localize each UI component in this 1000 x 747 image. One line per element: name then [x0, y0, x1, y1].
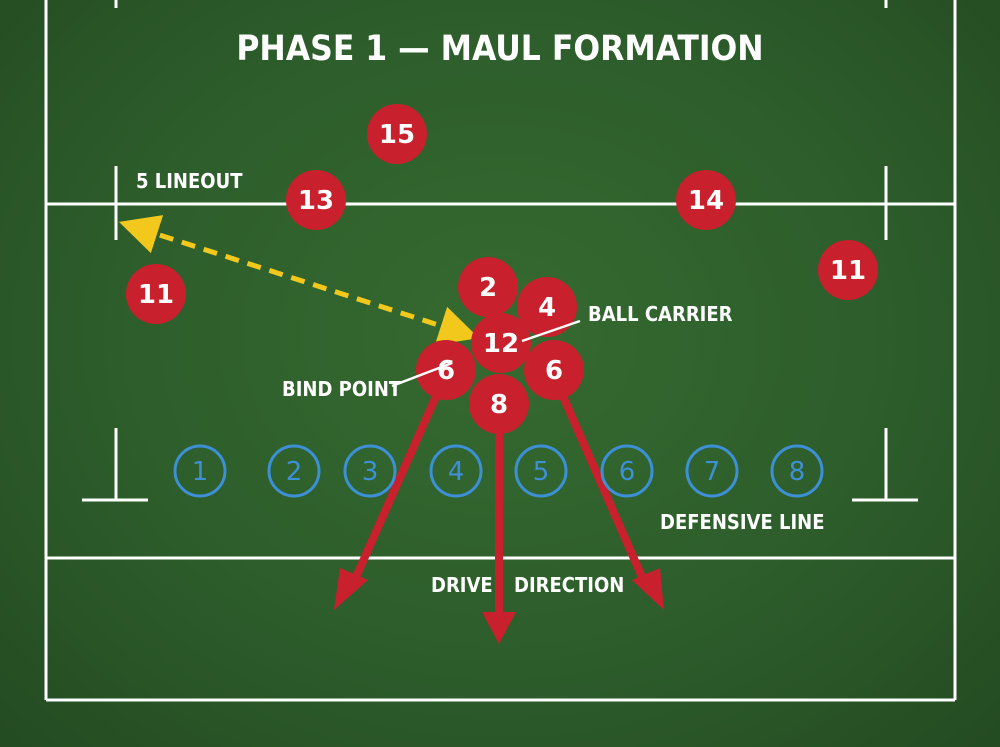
attacker-marker [458, 257, 518, 317]
defender-2: 2 [267, 444, 321, 498]
attacker-number: 6 [437, 356, 455, 386]
attacker-number: 11 [830, 256, 866, 286]
attacker-marker [367, 104, 427, 164]
defender-number: 2 [286, 457, 303, 487]
defender-marker [343, 444, 397, 498]
attacker-number: 4 [538, 293, 556, 323]
defender-6: 6 [600, 444, 654, 498]
defender-7: 7 [685, 444, 739, 498]
attacker-15: 15 [367, 104, 427, 164]
defender-1: 1 [173, 444, 227, 498]
defensive-line-players: 1 2 3 4 5 6 7 8 [173, 444, 824, 498]
drive-arrow-left-shaft [348, 390, 442, 588]
attacker-marker [524, 340, 584, 400]
drive-arrow-left-head [334, 568, 368, 610]
attacker-number: 2 [479, 273, 497, 303]
drive-arrow-right-head [632, 568, 664, 610]
defender-marker [514, 444, 568, 498]
attacker-number: 12 [483, 329, 519, 359]
attacker-marker [676, 170, 736, 230]
defender-number: 6 [619, 457, 636, 487]
defender-marker [429, 444, 483, 498]
defender-number: 7 [704, 457, 721, 487]
defender-marker [770, 444, 824, 498]
attacker-8: 8 [469, 374, 529, 434]
attacker-14: 14 [676, 170, 736, 230]
attacker-6: 6 [416, 340, 476, 400]
attacker-marker [416, 340, 476, 400]
attacker-marker [286, 170, 346, 230]
defender-number: 1 [192, 457, 209, 487]
attacker-marker [126, 264, 186, 324]
defender-marker [173, 444, 227, 498]
defender-8: 8 [770, 444, 824, 498]
page-title: PHASE 1 — MAUL FORMATION [236, 29, 763, 69]
attacker-11: 11 [126, 264, 186, 324]
attacker-6: 6 [524, 340, 584, 400]
defender-marker [600, 444, 654, 498]
defender-marker [685, 444, 739, 498]
attacker-marker [818, 240, 878, 300]
defender-number: 4 [448, 457, 465, 487]
bind-point-label: BIND POINT [282, 377, 402, 401]
attacker-number: 6 [545, 356, 563, 386]
defender-number: 8 [789, 457, 806, 487]
drive-arrow-right-shaft [558, 392, 650, 588]
bind-point-pointer [391, 361, 453, 388]
attacker-4: 4 [517, 277, 577, 337]
attacking-players: 15 13 14 11 11 2 4 12 6 6 8 [126, 104, 878, 434]
defender-4: 4 [429, 444, 483, 498]
attacker-marker [517, 277, 577, 337]
lineout-throw-arrow [118, 215, 480, 345]
drive-arrows [334, 390, 664, 644]
lineout-label: 5 LINEOUT [136, 169, 243, 193]
ball-carrier-label: BALL CARRIER [588, 302, 733, 326]
direction-label: DIRECTION [514, 573, 624, 597]
attacker-2: 2 [458, 257, 518, 317]
attacker-number: 8 [490, 390, 508, 420]
attacker-number: 11 [138, 280, 174, 310]
attacker-12: 12 [471, 313, 531, 373]
attacker-13: 13 [286, 170, 346, 230]
ball-carrier-pointer [521, 319, 581, 343]
attacker-marker [469, 374, 529, 434]
attacker-11: 11 [818, 240, 878, 300]
drive-label: DRIVE [431, 573, 493, 597]
drive-arrow-center-head [482, 612, 516, 644]
attacker-number: 15 [379, 120, 415, 150]
attacker-marker [471, 313, 531, 373]
defender-marker [267, 444, 321, 498]
defensive-line-label: DEFENSIVE LINE [660, 510, 825, 534]
defender-number: 5 [533, 457, 550, 487]
attacker-number: 13 [298, 186, 334, 216]
defender-number: 3 [362, 457, 379, 487]
defender-5: 5 [514, 444, 568, 498]
defender-3: 3 [343, 444, 397, 498]
attacker-number: 14 [688, 186, 724, 216]
